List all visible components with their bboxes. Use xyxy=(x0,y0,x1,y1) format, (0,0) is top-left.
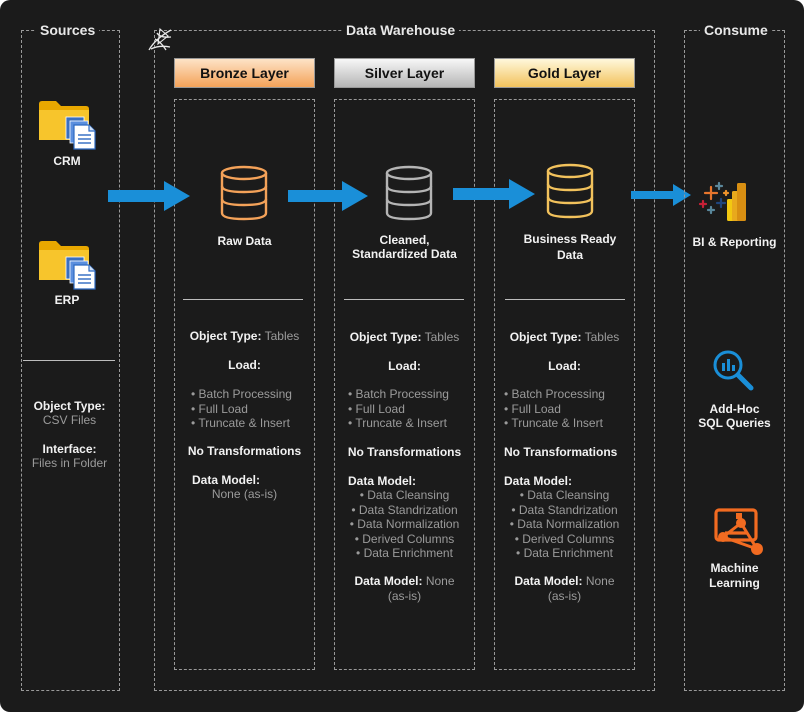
arrow-bronze-to-silver xyxy=(288,181,368,211)
consume-sql-label-2: SQL Queries xyxy=(698,416,771,430)
bronze-load-list: • Batch Processing • Full Load • Truncat… xyxy=(191,387,292,431)
list-item: • Data Enrichment xyxy=(356,546,453,561)
silver-model-list: • Data Cleansing • Data Standrization • … xyxy=(334,488,475,561)
sources-object-type-label: Object Type: xyxy=(33,399,106,413)
list-item: • Data Normalization xyxy=(349,517,460,532)
gold-db-label-1: Business Ready xyxy=(523,232,617,246)
consume-ml-label-2: Learning xyxy=(709,576,760,590)
sources-divider xyxy=(23,360,115,361)
folder-icon xyxy=(39,241,96,290)
list-item: • Truncate & Insert xyxy=(504,416,603,431)
silver-transform-label: No Transformations xyxy=(347,445,462,459)
silver-data-model-label: Data Model: xyxy=(348,474,417,488)
bronze-divider xyxy=(183,299,303,300)
folder-icon xyxy=(39,101,96,150)
silver-layer-header: Silver Layer xyxy=(334,58,475,88)
list-item: • Batch Processing xyxy=(504,387,605,401)
list-item: • Data Standrization xyxy=(351,502,458,517)
gold-transform-label: No Transformations xyxy=(504,445,618,459)
silver-db-label-1: Cleaned, xyxy=(379,233,430,247)
bronze-transform-label: No Transformations xyxy=(187,444,302,458)
consume-sql-label-1: Add-Hoc xyxy=(709,402,760,416)
bronze-layer-panel xyxy=(174,99,315,670)
source-crm-label: CRM xyxy=(53,154,81,168)
bronze-data-model-label: Data Model: xyxy=(192,473,261,487)
list-item: • Data Enrichment xyxy=(516,546,613,561)
list-item: • Full Load xyxy=(348,401,405,416)
silver-data-model2: Data Model: None xyxy=(354,574,455,588)
gold-divider xyxy=(505,299,625,300)
consume-ml-label-1: Machine xyxy=(710,561,759,575)
list-item: • Batch Processing xyxy=(191,387,292,401)
gold-load-label: Load: xyxy=(548,359,581,373)
silver-db-label-2: Standardized Data xyxy=(352,247,457,261)
bronze-db-label: Raw Data xyxy=(217,234,272,248)
list-item: • Data Cleansing xyxy=(519,488,610,502)
silver-data-model2-value: (as-is) xyxy=(387,589,422,603)
arrow-sources-to-bronze xyxy=(108,181,190,211)
bronze-load-label: Load: xyxy=(228,358,261,372)
list-item: • Truncate & Insert xyxy=(191,416,290,431)
gold-data-model2: Data Model: None xyxy=(514,574,615,588)
gold-object-type: Object Type: Tables xyxy=(509,330,620,344)
sql-server-icon xyxy=(148,27,172,51)
list-item: • Truncate & Insert xyxy=(348,416,447,431)
gold-layer-panel xyxy=(494,99,635,670)
gold-data-model2-value: (as-is) xyxy=(547,589,582,603)
list-item: • Derived Columns xyxy=(514,531,615,546)
gold-layer-header: Gold Layer xyxy=(494,58,635,88)
list-item: • Data Cleansing xyxy=(359,488,450,502)
silver-divider xyxy=(344,299,464,300)
list-item: • Full Load xyxy=(191,401,248,416)
arrow-gold-to-consume xyxy=(631,184,691,206)
silver-object-type: Object Type: Tables xyxy=(349,330,460,344)
bronze-layer-header: Bronze Layer xyxy=(174,58,315,88)
bi-tools-icon xyxy=(698,181,746,221)
bronze-database-icon xyxy=(220,165,268,221)
sources-object-type-value: CSV Files xyxy=(42,413,97,427)
sources-title: Sources xyxy=(36,22,100,38)
silver-load-label: Load: xyxy=(388,359,421,373)
silver-layer-panel xyxy=(334,99,475,670)
query-search-icon xyxy=(713,350,754,391)
gold-model-list: • Data Cleansing • Data Standrization • … xyxy=(494,488,635,561)
consume-bi-label: BI & Reporting xyxy=(692,235,777,249)
source-erp-label: ERP xyxy=(54,293,80,307)
sources-interface-label: Interface: xyxy=(42,442,97,456)
arrow-silver-to-gold xyxy=(453,179,535,209)
gold-data-model-label: Data Model: xyxy=(504,474,573,488)
machine-learning-icon xyxy=(714,508,763,555)
gold-database-icon xyxy=(546,163,594,219)
bronze-object-type: Object Type: Tables xyxy=(189,329,300,343)
list-item: • Data Standrization xyxy=(511,502,618,517)
warehouse-title: Data Warehouse xyxy=(342,22,460,38)
consume-title: Consume xyxy=(700,22,772,38)
silver-load-list: • Batch Processing • Full Load • Truncat… xyxy=(348,387,449,431)
bronze-data-model-value: None (as-is) xyxy=(211,487,278,501)
list-item: • Data Normalization xyxy=(509,517,620,532)
list-item: • Full Load xyxy=(504,401,561,416)
list-item: • Derived Columns xyxy=(354,531,455,546)
list-item: • Batch Processing xyxy=(348,387,449,401)
silver-database-icon xyxy=(385,165,433,221)
gold-load-list: • Batch Processing • Full Load • Truncat… xyxy=(504,387,605,431)
gold-db-label-2: Data xyxy=(556,248,583,262)
sources-interface-value: Files in Folder xyxy=(31,456,108,470)
